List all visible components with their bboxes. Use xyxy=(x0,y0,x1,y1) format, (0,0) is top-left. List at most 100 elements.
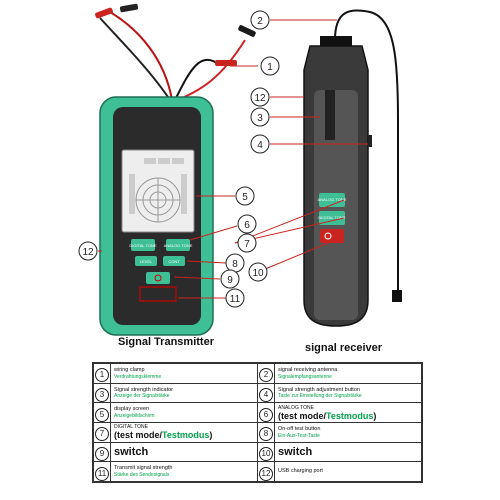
red-clip-2 xyxy=(215,60,237,66)
tx-level-button[interactable] xyxy=(135,256,157,266)
rx-digital-tone-label: DIGITAL TONE xyxy=(318,215,346,220)
legend-en: wiring clamp xyxy=(114,367,145,374)
legend-en: display screen xyxy=(114,406,150,413)
legend-number: 1 xyxy=(95,368,109,383)
svg-text:10: 10 xyxy=(252,268,264,279)
legend-number: 7 xyxy=(95,427,109,442)
legend-en: Signal strength indicator xyxy=(114,386,174,393)
rx-analog-tone-label: ANALOG TONE xyxy=(318,197,347,202)
legend-en: Transmit signal strength xyxy=(114,465,173,472)
legend-mode-end: ) xyxy=(373,410,377,421)
svg-text:6: 6 xyxy=(244,220,250,231)
legend-number: 5 xyxy=(95,407,109,422)
rx-digital-tone-button[interactable] xyxy=(319,211,345,225)
legend-mode-de: Testmodus xyxy=(326,410,374,421)
red-clip xyxy=(95,7,113,19)
legend-switch: switch xyxy=(114,445,149,458)
callout-11: 11 xyxy=(225,288,245,308)
legend-number: 2 xyxy=(259,368,273,383)
callout-7: 7 xyxy=(237,233,257,253)
svg-text:12: 12 xyxy=(254,93,266,104)
svg-text:7: 7 xyxy=(244,239,250,250)
legend-number: 12 xyxy=(259,466,273,481)
callout-4: 4 xyxy=(250,134,270,154)
callout-12-tx: 12 xyxy=(78,241,98,261)
legend-en: On-off test button xyxy=(278,426,321,433)
product-diagram: DIGITAL TONE ANALOG TONE LEVEL CONT ANAL… xyxy=(78,3,402,336)
receiver-label: signal receiver xyxy=(305,342,383,354)
black-clip-2 xyxy=(238,25,256,37)
legend-number: 9 xyxy=(95,446,109,461)
legend-de: Taste zur Einstellung der Signalstärke xyxy=(278,393,362,400)
callout-8: 8 xyxy=(225,253,245,273)
callout-9: 9 xyxy=(220,269,240,289)
legend-switch: switch xyxy=(278,445,313,458)
signal-transmitter: DIGITAL TONE ANALOG TONE LEVEL CONT xyxy=(99,96,214,336)
black-clip xyxy=(119,3,139,13)
rx-analog-tone-button[interactable] xyxy=(319,193,345,207)
svg-text:2: 2 xyxy=(257,16,263,27)
svg-text:11: 11 xyxy=(230,294,241,305)
legend-row: 7 DIGITAL TONE(test mode/Testmodus) 8 On… xyxy=(93,421,422,443)
svg-text:3: 3 xyxy=(257,113,263,124)
tx-analog-tone-button[interactable] xyxy=(166,239,190,251)
signal-strength-indicator xyxy=(325,90,335,140)
callout-3: 3 xyxy=(250,107,270,127)
svg-text:12: 12 xyxy=(82,247,94,258)
legend-mode-end: ) xyxy=(209,430,213,441)
callouts: 1 2 12 3 4 5 6 7 8 9 10 11 12 xyxy=(78,10,280,308)
legend-mode-de: Testmodus xyxy=(162,430,210,441)
svg-text:1: 1 xyxy=(267,62,273,73)
legend-de: Ein-Aus-Test-Taste xyxy=(278,432,320,439)
tx-cont-button[interactable] xyxy=(163,256,185,266)
callout-2: 2 xyxy=(250,10,270,30)
legend-de: Anzeigebildschirm xyxy=(114,412,155,419)
callout-10: 10 xyxy=(248,262,268,282)
callout-12-rx: 12 xyxy=(250,87,270,107)
power-icon xyxy=(154,274,162,282)
tx-analog-tone-label: ANALOG TONE xyxy=(164,243,193,248)
tx-cont-label: CONT xyxy=(168,259,180,264)
transmitter-label: Signal Transmitter xyxy=(118,336,214,348)
tx-digital-tone-button[interactable] xyxy=(131,239,155,251)
legend-number: 11 xyxy=(95,466,109,481)
legend-number: 6 xyxy=(259,407,273,422)
legend-mode-text: (test mode/ xyxy=(114,430,163,441)
tx-level-label: LEVEL xyxy=(140,259,153,264)
wiring-clamp-cables xyxy=(95,3,256,101)
legend-number: 3 xyxy=(95,387,109,402)
legend-en: USB charging port xyxy=(278,468,323,475)
callout-6: 6 xyxy=(237,214,257,234)
callout-5: 5 xyxy=(235,186,255,206)
signal-receiver: ANALOG TONE DIGITAL TONE xyxy=(303,9,402,327)
callout-leader-lines xyxy=(98,19,368,299)
callout-1: 1 xyxy=(260,56,280,76)
legend-de: Stärke des Sendesignals xyxy=(114,471,170,478)
legend-en: signal receiving antenna xyxy=(278,367,338,374)
legend-en: Signal strength adjustment button xyxy=(278,386,360,393)
rx-power-button[interactable] xyxy=(320,229,344,243)
legend-number: 4 xyxy=(259,387,273,402)
legend-number: 8 xyxy=(259,427,273,442)
tx-power-button[interactable] xyxy=(146,272,170,284)
legend-mode-text: (test mode/ xyxy=(278,410,327,421)
legend-de: Signalempfangsantenne xyxy=(278,373,332,380)
svg-text:4: 4 xyxy=(257,140,263,151)
receiver-antenna-cable xyxy=(334,9,399,290)
legend-row: 9 switch 10 switch xyxy=(93,441,422,463)
svg-text:8: 8 xyxy=(232,259,238,270)
legend-de: Anzeige der Signalstärke xyxy=(114,393,170,400)
legend-mode-name: ANALOG TONE xyxy=(278,404,314,411)
strength-adjust-button[interactable] xyxy=(368,135,372,147)
svg-text:5: 5 xyxy=(242,192,248,203)
legend-number: 10 xyxy=(259,446,273,461)
legend-mode-name: DIGITAL TONE xyxy=(114,424,148,431)
legend-de: Verdrahtungsklemme xyxy=(114,373,162,380)
power-icon xyxy=(324,232,332,240)
svg-text:9: 9 xyxy=(227,275,233,286)
